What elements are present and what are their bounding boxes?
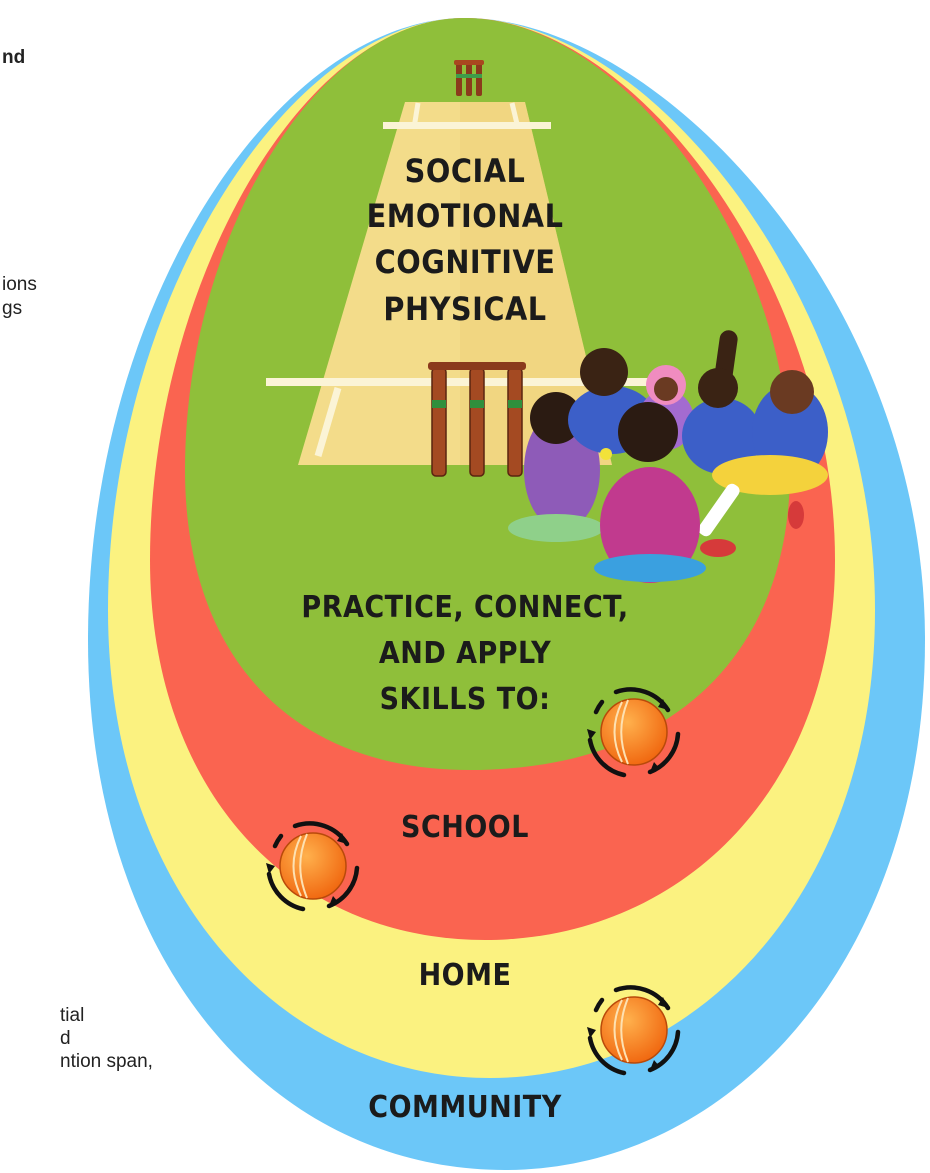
side-text-bottom-1: tial [60, 1005, 85, 1026]
near-wicket-icon [428, 362, 526, 477]
ring-label-school: SCHOOL [401, 810, 529, 845]
practice-heading-line-3: SKILLS TO: [379, 682, 551, 717]
side-text-middle-2: gs [2, 298, 23, 319]
pitch-label-cognitive: COGNITIVE [374, 243, 556, 281]
far-wicket-icon [454, 60, 484, 96]
cricket-ball-cycle-icon [587, 987, 678, 1073]
ring-label-home: HOME [418, 958, 512, 993]
pitch-label-physical: PHYSICAL [383, 290, 547, 328]
side-text-middle-1: ions [2, 274, 37, 295]
ring-label-community: COMMUNITY [368, 1090, 562, 1125]
side-text-bottom-3: ntion span, [60, 1051, 153, 1072]
near-crease [266, 378, 666, 386]
children-group-illustration [508, 330, 828, 583]
side-text-bottom-2: d [60, 1028, 71, 1049]
side-text-top: nd [2, 47, 26, 68]
pitch-label-emotional: EMOTIONAL [366, 197, 564, 235]
far-crease [383, 122, 551, 129]
pitch-label-social: SOCIAL [404, 152, 526, 190]
practice-heading-line-2: AND APPLY [378, 636, 552, 671]
practice-heading-line-1: PRACTICE, CONNECT, [301, 590, 629, 625]
